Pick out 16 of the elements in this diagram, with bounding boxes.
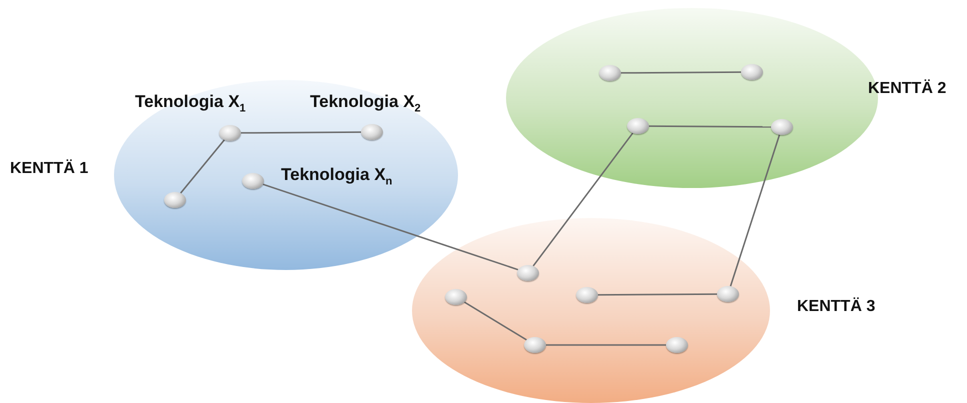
connector-line	[730, 134, 780, 286]
connector-line	[546, 344, 666, 346]
connector-line	[532, 132, 634, 266]
connector-line	[180, 139, 225, 194]
connector-line	[649, 125, 771, 128]
connector-line	[241, 131, 361, 134]
technology-label: Teknologia X$_{2}$	[310, 92, 421, 114]
connector-line	[621, 71, 741, 74]
domain-label: KENTTÄ 1	[10, 160, 88, 178]
connector-line	[464, 301, 527, 341]
technology-label: Teknologia X$_{1}$	[135, 92, 246, 114]
technology-label: Teknologia X$_{n}$	[281, 165, 392, 188]
connector-line	[598, 293, 717, 296]
domain-label: KENTTÄ 2	[868, 80, 946, 98]
connector-line	[262, 184, 518, 270]
domain-label: KENTTÄ 3	[797, 298, 876, 316]
